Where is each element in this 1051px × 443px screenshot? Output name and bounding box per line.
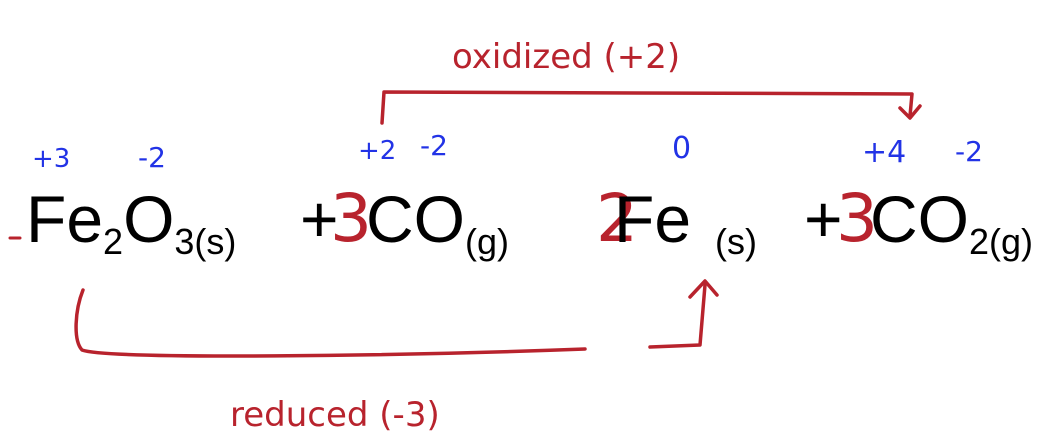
product-fe: Fe(s) (614, 186, 757, 260)
plus-sign-1: + (300, 182, 339, 256)
ox-num-fe-fe2o3: +3 (32, 144, 71, 174)
fe-product-symbol: Fe (614, 182, 692, 256)
product-co2: CO2(g) (870, 186, 1033, 260)
oxidized-label: oxidized (+2) (452, 37, 681, 77)
co2-symbol: CO (870, 182, 969, 256)
ox-num-o-fe2o3: -2 (138, 141, 166, 174)
ox-num-o-co: -2 (420, 129, 448, 162)
oxidized-arrow (380, 90, 914, 125)
reduced-arrowhead (688, 279, 719, 299)
fe-product-subscript: (s) (715, 221, 758, 262)
oxidized-arrowhead (898, 104, 922, 120)
co-subscript: (g) (465, 221, 509, 262)
ox-num-fe-element: 0 (672, 131, 692, 166)
coefficient-fe: 2 (596, 180, 638, 257)
o-subscript: 3(s) (174, 221, 237, 262)
co2-subscript: 2(g) (969, 221, 1034, 262)
o-symbol: O (123, 182, 175, 256)
reduced-label: reduced (-3) (230, 395, 440, 435)
plus-sign-2: + (804, 182, 843, 256)
ox-num-o-co2: -2 (955, 135, 983, 168)
ox-num-c-co2: +4 (862, 135, 907, 170)
reactant-fe2o3: Fe2O3(s) (26, 186, 236, 260)
reduced-arrow (74, 288, 587, 358)
co-symbol: CO (366, 182, 465, 256)
coefficient-co: 3 (330, 180, 372, 257)
ox-num-c-co: +2 (358, 136, 397, 166)
reduced-arrow-right (648, 283, 707, 349)
reactant-co: CO(g) (366, 186, 509, 260)
coefficient-co2: 3 (836, 180, 878, 257)
fe-symbol: Fe (26, 182, 104, 256)
fe-subscript: 2 (103, 221, 124, 262)
